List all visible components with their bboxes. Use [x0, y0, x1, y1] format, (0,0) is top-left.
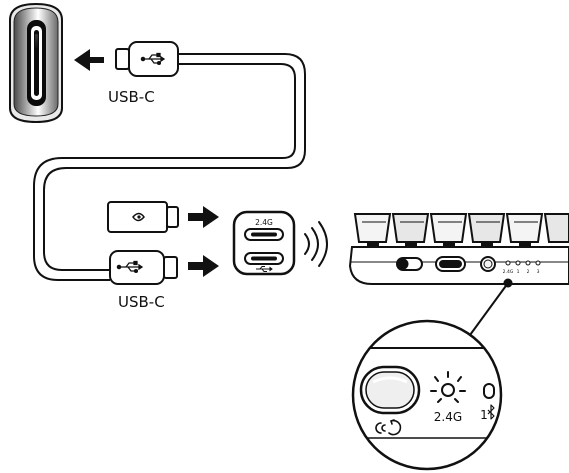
bottom-usb-c-connector — [109, 250, 178, 285]
connect-button — [359, 365, 421, 415]
logo-icon — [132, 212, 145, 222]
bluetooth-icon — [487, 404, 495, 420]
top-usb-c-label: USB-C — [108, 88, 155, 106]
bottom-usb-c-label: USB-C — [118, 293, 165, 311]
indicator-bt1: 1 — [517, 269, 520, 275]
usb-icon — [256, 266, 273, 272]
mouse — [9, 2, 63, 124]
keyboard-indicator-labels: 2.4G 1 2 3 — [503, 269, 540, 275]
zoom-callout: 2.4G 1 — [351, 278, 513, 471]
usb-icon — [116, 260, 144, 274]
wireless-signal-icon — [304, 221, 328, 267]
indicator-bt2: 2 — [527, 269, 530, 275]
zoom-24g-label: 2.4G — [434, 410, 462, 424]
dongle-24g-label: 2.4G — [255, 218, 273, 227]
keyboard — [348, 213, 569, 285]
top-usb-c-connector — [115, 41, 179, 77]
usb-adapter — [107, 201, 179, 233]
zoom-bt-label: 1 — [480, 408, 488, 422]
receiver-dongle: 2.4G — [232, 210, 296, 276]
indicator-24g: 2.4G — [503, 269, 514, 275]
arrow-to-mouse — [74, 49, 104, 71]
cable — [33, 53, 306, 281]
bluetooth-led — [483, 383, 495, 399]
indicator-bt3: 3 — [537, 269, 540, 275]
arrow-adapter-to-dongle — [188, 206, 219, 228]
connect-button-icon — [375, 419, 402, 436]
usb-icon — [140, 52, 166, 66]
arrow-cable-to-dongle — [188, 255, 219, 277]
led-light-icon — [430, 371, 466, 403]
